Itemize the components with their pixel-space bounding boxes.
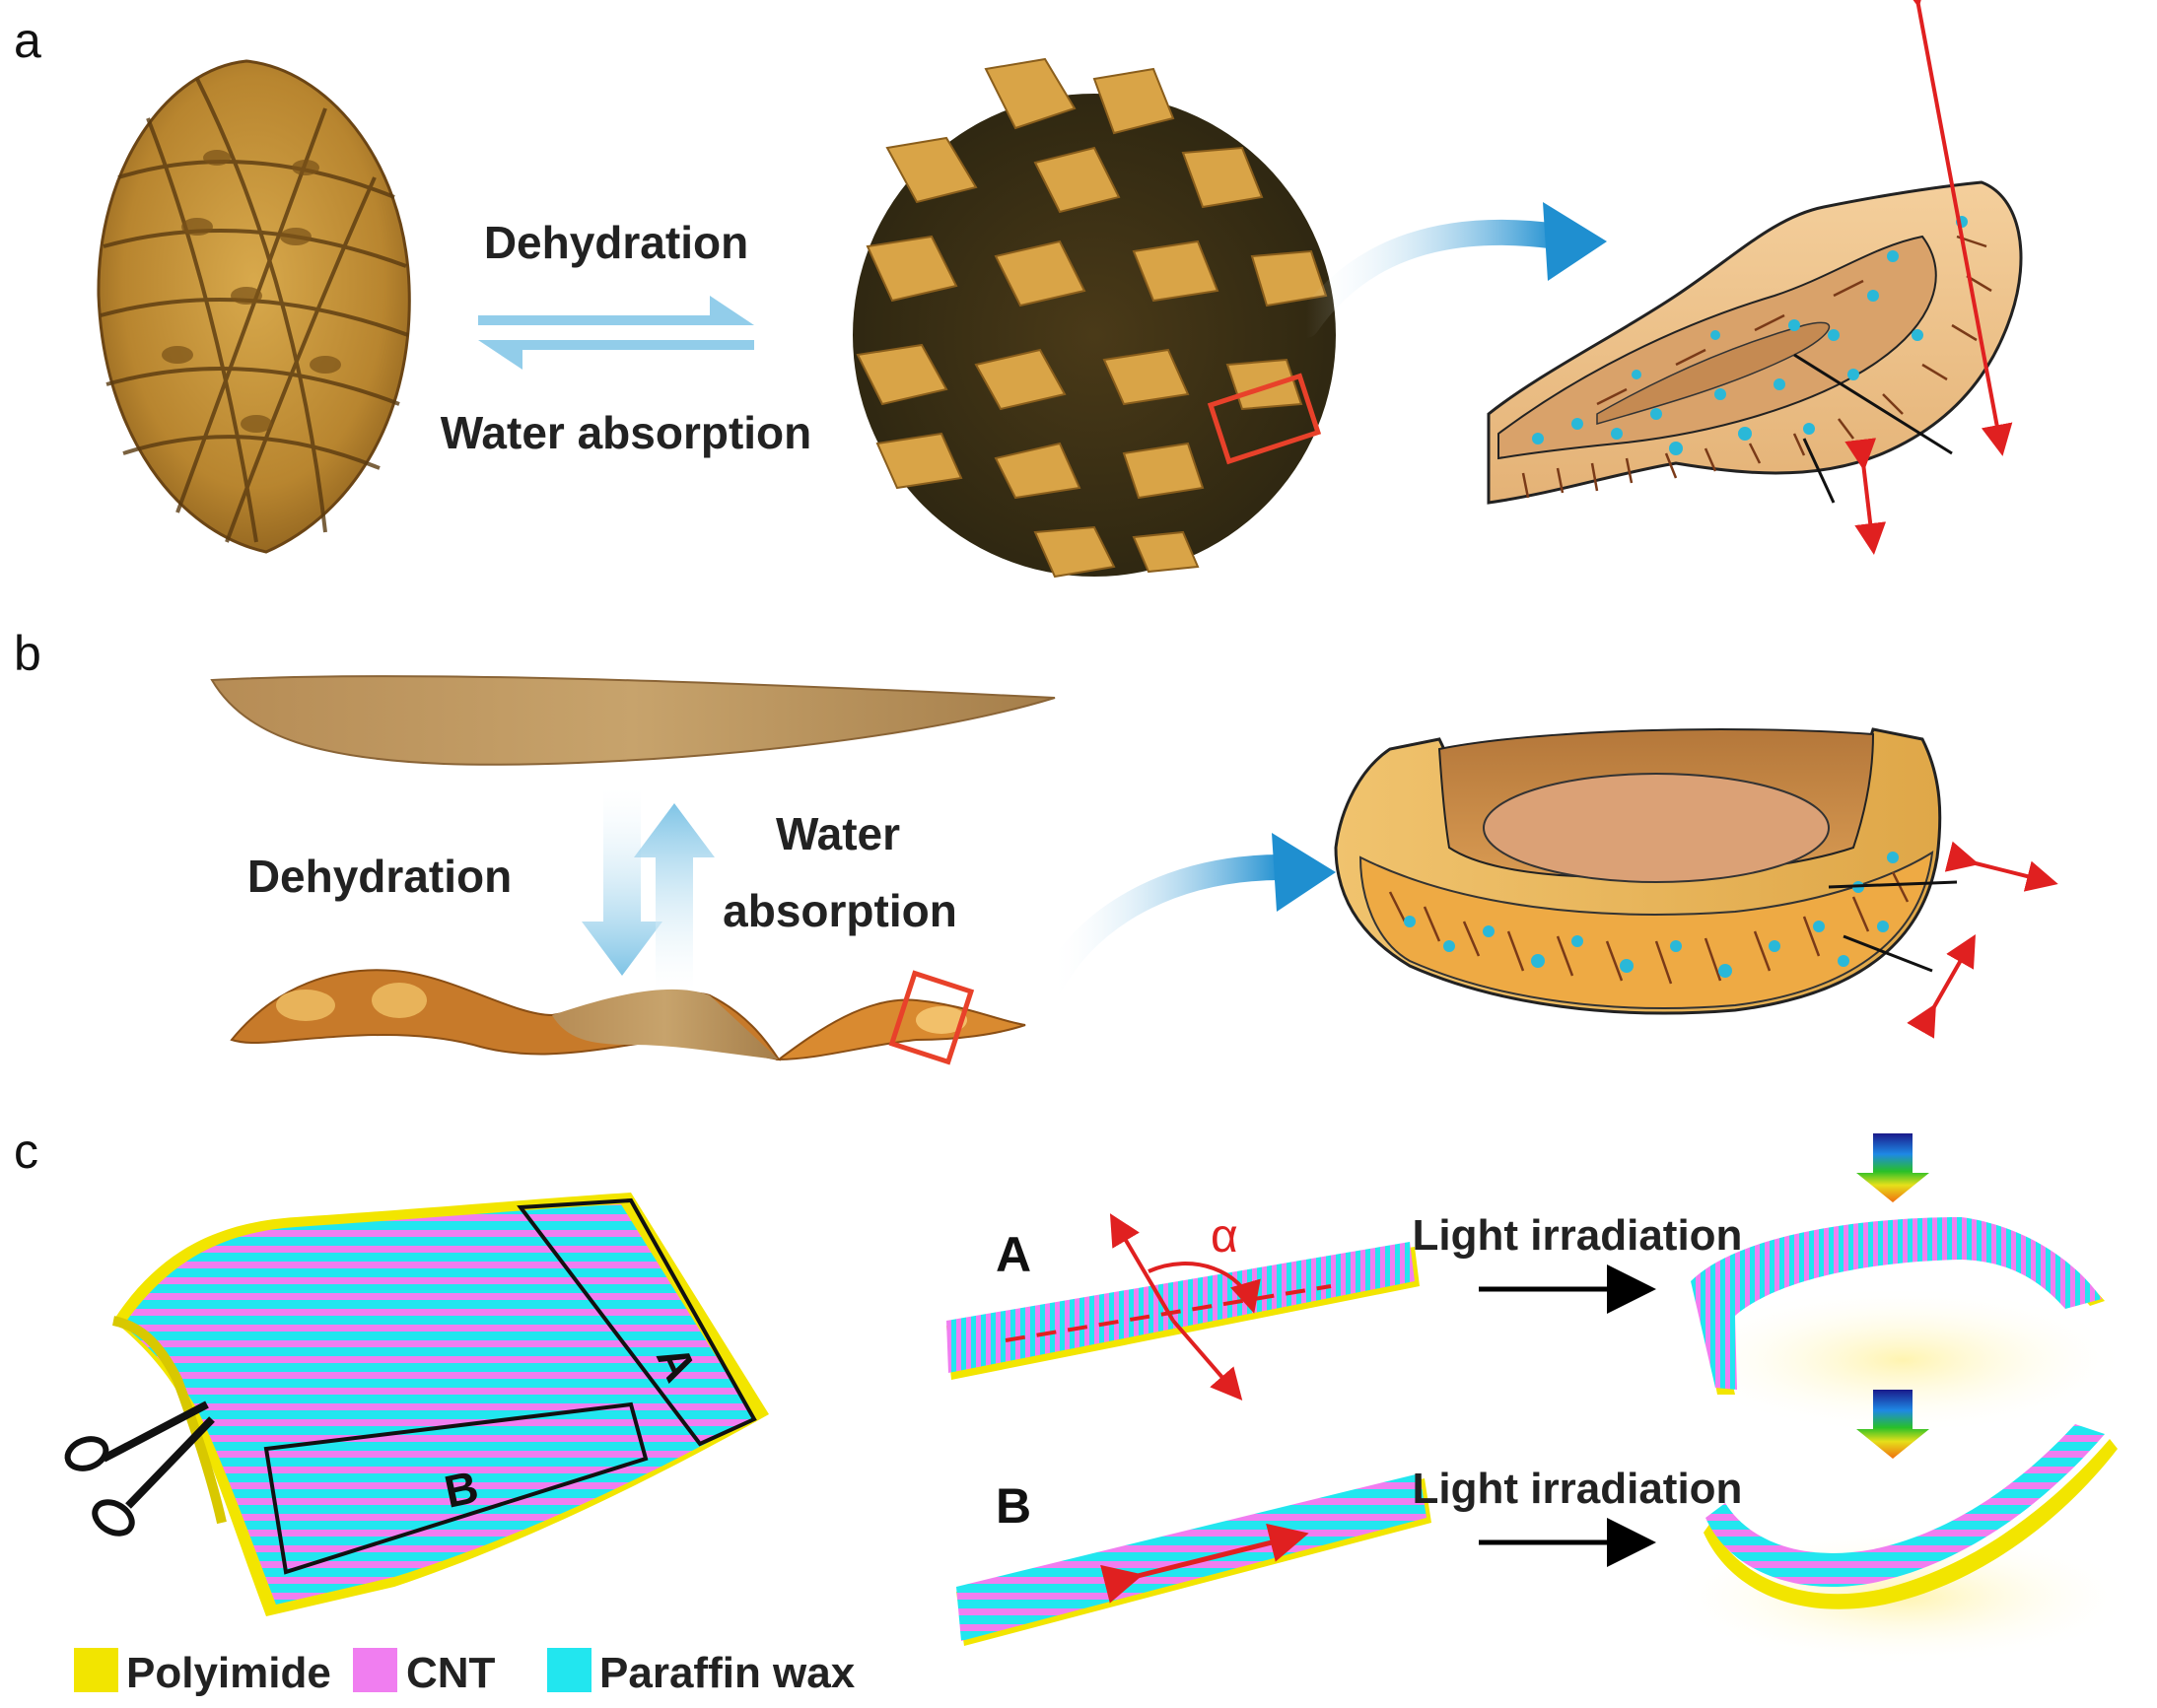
zoom-arrow-b — [1037, 833, 1336, 998]
legend-swatch-cnt — [353, 1648, 397, 1692]
highlight-box-a — [1207, 373, 1322, 465]
strip-a-label: A — [996, 1227, 1031, 1282]
striped-composite-sheet — [111, 1193, 769, 1616]
legend: Polyimide CNT Paraffin wax — [74, 1648, 856, 1697]
light-irradiation-label-b: Light irradiation — [1413, 1465, 1743, 1513]
highlight-box-b — [888, 970, 975, 1065]
seed-cross-section-b — [1334, 727, 1958, 1015]
angle-alpha-label: α — [1211, 1210, 1238, 1263]
flat-seed-wing — [210, 675, 1056, 766]
water-absorption-label-a: Water absorption — [441, 407, 812, 458]
water-absorption-label-b-line2: absorption — [723, 885, 957, 936]
vertical-arrows-b — [582, 788, 715, 991]
dehydration-label-a: Dehydration — [484, 217, 748, 268]
legend-label-polyimide: Polyimide — [126, 1649, 331, 1697]
zoom-arrow-a — [1293, 202, 1607, 338]
scissors-icon — [64, 1401, 215, 1537]
closed-pine-cone — [97, 59, 411, 554]
panel-label-a: a — [14, 13, 41, 68]
light-irradiation-label-a: Light irradiation — [1413, 1211, 1743, 1260]
light-source-icon-a — [1856, 1133, 1929, 1202]
bent-strip-a — [1676, 1133, 2129, 1434]
open-pine-cone — [853, 57, 1336, 579]
bent-strip-b — [1666, 1390, 2139, 1666]
legend-label-paraffin: Paraffin wax — [599, 1649, 856, 1697]
reversible-arrows-a — [478, 296, 754, 370]
force-arrows-a — [1844, 0, 2013, 555]
legend-swatch-paraffin — [547, 1648, 591, 1692]
light-source-icon-b — [1856, 1390, 1929, 1459]
strip-a — [946, 1213, 1420, 1401]
strip-b-label: B — [996, 1478, 1031, 1534]
force-arrows-b — [1907, 841, 2058, 1039]
strip-b — [956, 1473, 1431, 1646]
legend-swatch-polyimide — [74, 1648, 118, 1692]
water-absorption-label-b-line1: Water — [776, 808, 900, 859]
legend-label-cnt: CNT — [406, 1649, 496, 1697]
panel-label-c: c — [14, 1124, 38, 1179]
dehydration-label-b: Dehydration — [247, 851, 512, 902]
panel-label-b: b — [14, 626, 41, 681]
